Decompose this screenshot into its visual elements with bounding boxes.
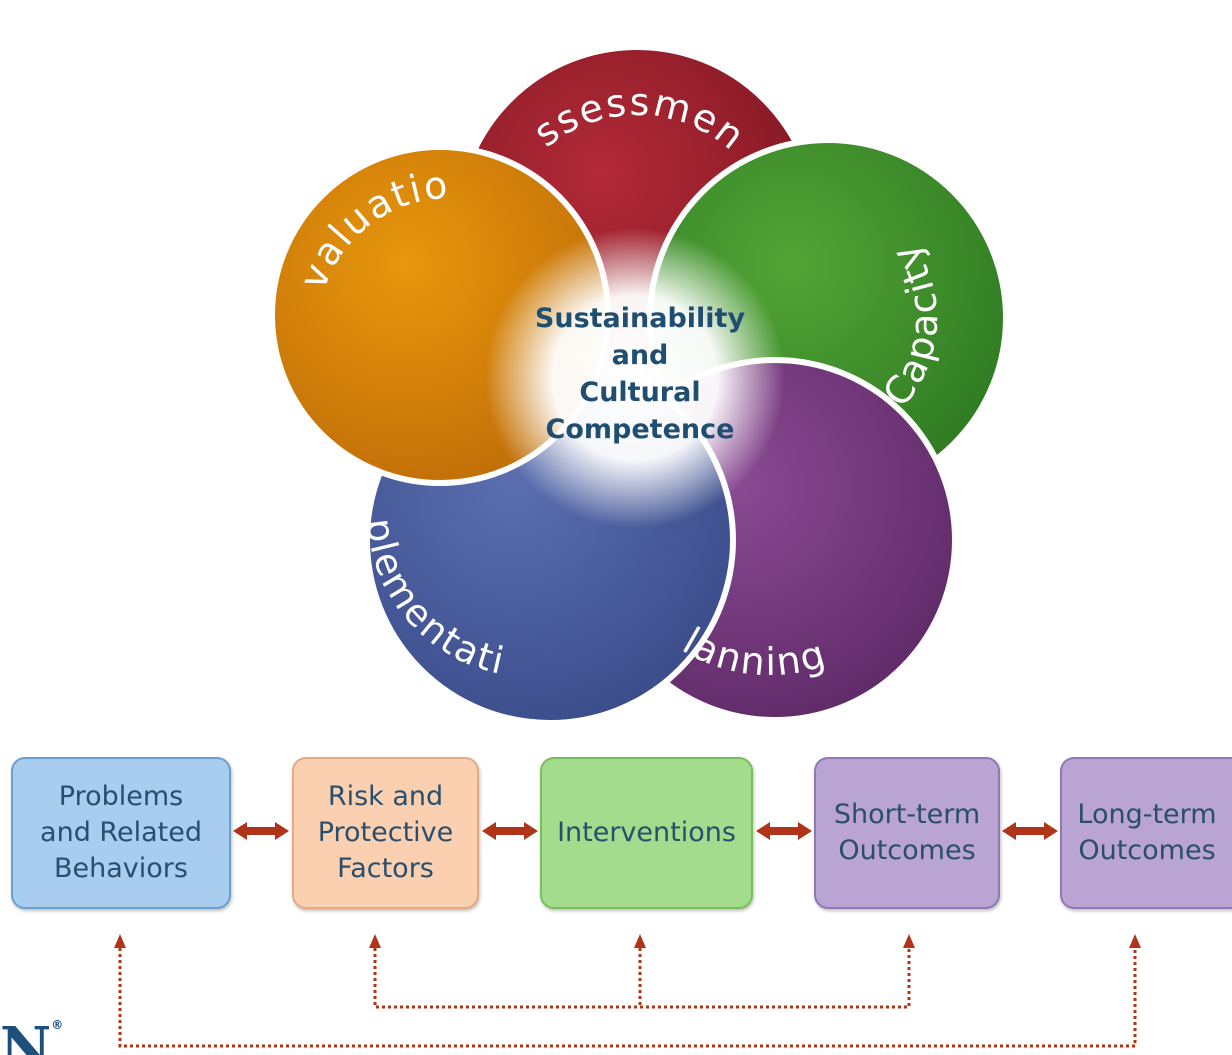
box-risk-factors: Risk and Protective Factors [292, 757, 479, 909]
logo-mark: N® [0, 1018, 64, 1055]
box-long-term-outcomes: Long-term Outcomes [1060, 757, 1232, 909]
feedback-inner-loop [373, 948, 911, 1009]
spf-wheel: AssessmentCapacityPlanningImplementation… [272, 47, 1006, 723]
center-line-1: Sustainability [534, 303, 746, 334]
center-line-4: Competence [545, 414, 735, 445]
center-line-3: Cultural [579, 377, 701, 408]
arrowhead-problems [114, 934, 126, 948]
feedback-outer-loop [118, 948, 1137, 1048]
arrowhead-short-term [903, 934, 915, 948]
box-short-term-outcomes: Short-term Outcomes [814, 757, 1000, 909]
double-arrow-interventions-short [756, 822, 812, 840]
arrowhead-risk [369, 934, 381, 948]
box-problems: Problems and Related Behaviors [11, 757, 231, 909]
double-arrow-problems-risk [233, 822, 289, 840]
center-label: Sustainability and Cultural Competence [490, 300, 790, 448]
box-interventions: Interventions [540, 757, 753, 909]
arrowhead-long-term [1129, 934, 1141, 948]
double-arrow-risk-interventions [482, 822, 538, 840]
arrowhead-interventions [634, 934, 646, 948]
double-arrow-short-long [1002, 822, 1058, 840]
center-line-2: and [611, 340, 669, 371]
